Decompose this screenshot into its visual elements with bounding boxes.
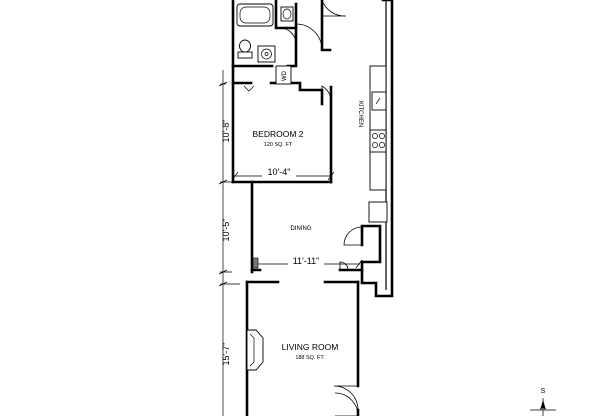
bedroom2-area: 120 SQ. FT [264,142,293,148]
burner-2 [379,133,385,139]
dining-label: DINING [291,226,312,232]
dim-tick-top [218,81,228,87]
washer-dryer: WD [275,65,292,85]
compass: S [530,388,556,416]
kitchen-label: KITCHEN [357,101,363,127]
bathtub [236,3,274,27]
bedroom-doors [243,85,332,105]
bedroom2-height-dim: 10'-8" [221,120,231,143]
dining-right-closet [360,224,382,264]
burner-4 [379,142,385,148]
washer-dryer-box [275,65,292,85]
bedroom2-label: BEDROOM 2 [252,129,303,139]
dimension-lines: 10'-8" 10'-5" 15'-7" 10'-4" 11'-11" [218,70,363,416]
entry-door-swing [334,392,359,416]
room-labels: BEDROOM 2 120 SQ. FT DINING LIVING ROOM … [252,129,338,361]
fireplace [246,329,264,371]
refrigerator [368,201,388,223]
bedroom-door-swing [321,85,332,105]
fireplace-hearth [249,333,255,367]
dining-width-dim: 11'-11" [293,256,320,266]
living-height-dim: 15'-7" [221,343,231,366]
vanity-basin [282,8,292,20]
kitchen-sink [371,91,387,111]
bathtub-inner [239,6,271,24]
living-door-swing [333,385,359,411]
bathroom-fixtures [236,0,347,63]
dim-tick-bedroom-bottom [218,179,232,185]
burner-1 [372,133,378,139]
kitchen-fixtures: KITCHEN [357,65,388,223]
sink-drain [264,52,269,56]
sink-cabinet [257,45,276,63]
compass-arrowhead-icon [540,400,546,410]
bedroom-width-ticks [231,171,335,181]
living-room-area: 188 SQ. FT. [295,355,325,361]
bedroom-width-dim-bg [262,167,296,178]
dining-column-marker [252,257,259,269]
sink-basin [261,48,272,60]
washer-dryer-label: WD [282,70,288,81]
closet-door-swing [321,0,347,17]
dining-closet-door-swing [343,226,363,246]
dim-tick-living-top [218,281,240,287]
right-exterior-wall [360,0,394,298]
burner-3 [372,142,378,148]
dim-tick-dining-bottom [218,269,232,275]
bedroom2-width-dim: 10'-4" [268,167,291,177]
closet-bifold-mark [243,85,255,92]
kitchen-range [369,129,387,153]
kitchen-sink-faucet [375,97,381,105]
bedroom-top-wall [231,81,324,106]
living-fixtures [246,329,359,416]
hall-door-swing [295,23,323,51]
toilet-bowl [239,39,251,53]
toilet-tank [237,51,253,59]
dining-width-dim-bg [288,255,324,266]
compass-direction-label: S [541,388,546,395]
dining-height-dim: 10'-5" [221,219,231,242]
kitchen-counter [369,65,387,191]
living-room-label: LIVING ROOM [282,342,339,352]
bath-door-swing [279,27,297,45]
bathroom-divider-wall [274,0,298,30]
